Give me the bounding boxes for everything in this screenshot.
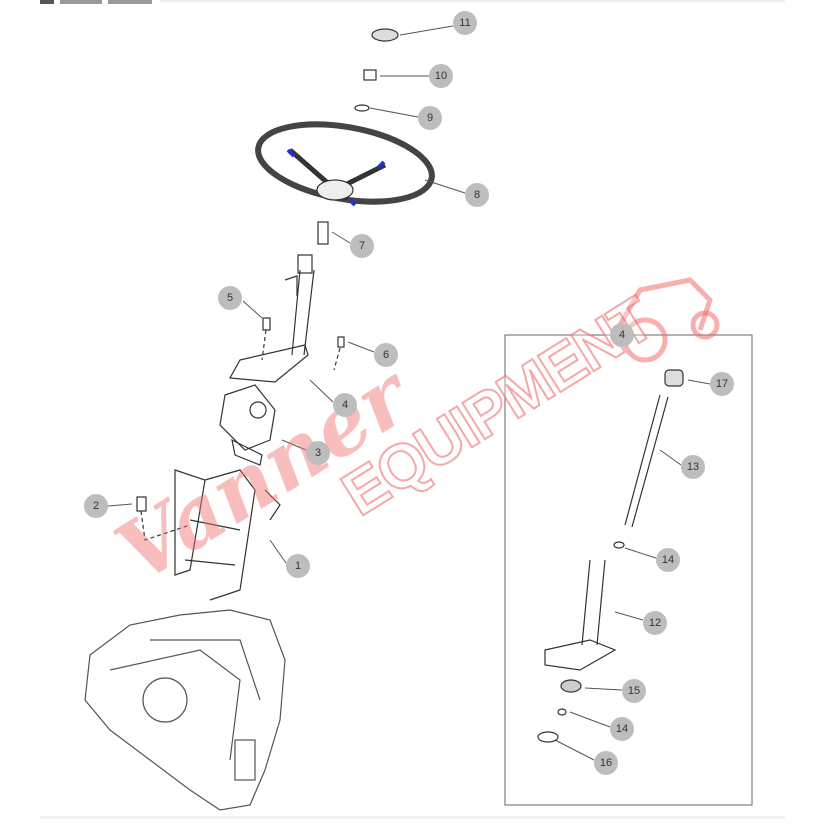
callout-7[interactable]: 7: [350, 234, 374, 258]
part-steering-wheel: [255, 121, 435, 207]
callout-14b[interactable]: 14: [610, 717, 634, 741]
part-bracket: [174, 469, 281, 601]
top-divider: [160, 0, 785, 2]
part-column: [229, 254, 315, 383]
part-bolt-2: [136, 496, 147, 512]
part-transmission: [84, 609, 286, 811]
callout-12[interactable]: 12: [643, 611, 667, 635]
part-ring-14: [613, 541, 625, 549]
top-tabs: [40, 0, 152, 4]
callout-9[interactable]: 9: [418, 106, 442, 130]
bottom-divider: [40, 816, 785, 819]
callout-8[interactable]: 8: [465, 183, 489, 207]
callout-5[interactable]: 5: [218, 286, 242, 310]
callout-2[interactable]: 2: [84, 494, 108, 518]
callout-17[interactable]: 17: [710, 372, 734, 396]
leader-lines: [107, 25, 711, 761]
callout-16[interactable]: 16: [594, 751, 618, 775]
part-bearing-15: [560, 679, 582, 693]
part-spacer: [317, 221, 329, 245]
watermark-tractor-logo: [617, 277, 720, 363]
tab-1[interactable]: [40, 0, 54, 4]
callout-6[interactable]: 6: [374, 343, 398, 367]
tab-2[interactable]: [60, 0, 102, 4]
part-tube-12: [544, 559, 617, 671]
part-cap: [371, 28, 399, 42]
part-bushing-17: [664, 369, 684, 387]
part-steering-unit: [219, 384, 276, 466]
callout-15[interactable]: 15: [622, 679, 646, 703]
callout-13[interactable]: 13: [681, 455, 705, 479]
subassembly-parts: [537, 369, 684, 743]
part-bolt-6: [337, 336, 345, 348]
subassembly-label[interactable]: 4: [610, 323, 634, 347]
part-nut: [363, 69, 377, 81]
callout-10[interactable]: 10: [429, 64, 453, 88]
callout-14[interactable]: 14: [656, 548, 680, 572]
part-seal-16: [537, 731, 559, 743]
part-ring-14b: [557, 708, 567, 716]
callout-3[interactable]: 3: [306, 441, 330, 465]
part-bolt-5: [262, 317, 271, 331]
callout-1[interactable]: 1: [286, 554, 310, 578]
tab-3[interactable]: [108, 0, 152, 4]
part-washer: [354, 104, 370, 112]
callout-4[interactable]: 4: [333, 393, 357, 417]
part-shaft-13: [624, 394, 669, 528]
callout-11[interactable]: 11: [453, 11, 477, 35]
